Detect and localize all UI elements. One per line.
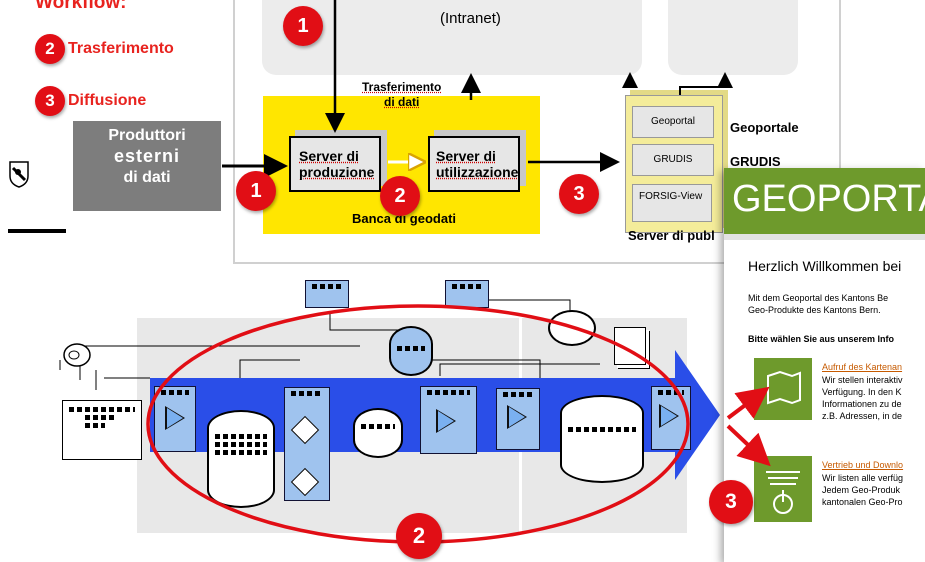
badge-2-middle: 2 — [380, 176, 420, 216]
server-utilization-line1: Server di — [436, 148, 496, 164]
transfer-label: Trasferimento di dati — [362, 80, 441, 110]
workflow-title: Workflow: — [35, 0, 127, 13]
stack-forsig: FORSIG-View — [632, 184, 712, 222]
server-utilization: Server di utilizzazione — [428, 136, 520, 192]
step3-label: Diffusione — [68, 92, 147, 109]
geoportal-choose: Bitte wählen Sie aus unserem Info — [748, 334, 895, 344]
architecture-arrows — [222, 0, 733, 178]
server-production-line2: produzione — [299, 164, 375, 180]
process-box-1 — [154, 386, 196, 452]
producers-line1: Produttori — [108, 127, 186, 144]
intro-line2: Geo-Produkte des Kantons Bern. — [748, 305, 881, 315]
database-1 — [207, 410, 275, 508]
item2-line3: kantonalen Geo-Pro — [822, 497, 903, 507]
item2-link[interactable]: Vertrieb und Downlo — [822, 460, 904, 470]
badge-1-top: 1 — [283, 6, 323, 46]
item2-line1: Wir listen alle verfüg — [822, 473, 904, 483]
bern-coat-of-arms-icon — [9, 161, 29, 188]
intranet-box-right — [668, 0, 798, 75]
download-tile-icon[interactable] — [754, 456, 812, 522]
input-box-1 — [305, 280, 349, 308]
item1-line2: Verfügung. In den K — [822, 387, 902, 397]
item2-line2: Jedem Geo-Produk — [822, 485, 901, 495]
server-production: Server di produzione — [289, 136, 381, 192]
process-triangle-4 — [659, 404, 679, 428]
logo-bar — [8, 229, 66, 233]
intro-line1: Mit dem Geoportal des Kantons Be — [748, 293, 889, 303]
item1-link[interactable]: Aufruf des Kartenan — [822, 362, 903, 372]
badge-3-geoportal: 3 — [709, 480, 753, 524]
transfer-label-line2: di dati — [384, 95, 420, 109]
intranet-box — [262, 0, 642, 75]
process-triangle-1 — [165, 406, 185, 430]
geoportal-intro: Mit dem Geoportal des Kantons Be Geo-Pro… — [748, 292, 888, 316]
item1-text: Wir stellen interaktiv Verfügung. In den… — [822, 374, 903, 422]
intranet-label: (Intranet) — [440, 10, 501, 27]
external-entity-icon — [63, 343, 91, 367]
central-database — [389, 326, 433, 376]
server-production-line1: Server di — [299, 148, 359, 164]
item1-line4: z.B. Adressen, in de — [822, 411, 903, 421]
stack-grudis: GRUDIS — [632, 144, 714, 176]
step2-badge: 2 — [35, 34, 65, 64]
external-producers-box: Produttori esterni di dati — [73, 121, 221, 211]
database-2 — [353, 408, 403, 458]
badge-2-bottom: 2 — [396, 513, 442, 559]
producers-line3: di dati — [123, 169, 171, 186]
transfer-label-line1: Trasferimento — [362, 80, 442, 94]
legend-box — [62, 400, 142, 460]
geodata-bank-label: Banca di geodati — [352, 211, 457, 226]
red-pointer-arrows — [726, 386, 771, 467]
geoportal-welcome: Herzlich Willkommen bei — [748, 258, 902, 274]
database-3 — [560, 395, 644, 483]
label-geoportale: Geoportale — [730, 120, 799, 135]
geoportal-header: GEOPORTAL — [724, 168, 925, 234]
process-triangle-3 — [507, 405, 527, 429]
producers-line2: esterni — [113, 146, 181, 166]
badge-1-left: 1 — [236, 171, 276, 211]
item1-line1: Wir stellen interaktiv — [822, 375, 903, 385]
item2-text: Wir listen alle verfüg Jedem Geo-Produk … — [822, 472, 903, 508]
step3-badge: 3 — [35, 86, 65, 116]
item1-line3: Informationen zu de — [822, 399, 902, 409]
label-grudis: GRUDIS — [730, 154, 781, 169]
server-utilization-line2: utilizzazione — [436, 164, 519, 180]
process-triangle-2 — [436, 409, 456, 433]
step2-label: Trasferimento — [68, 40, 174, 57]
badge-3-middle: 3 — [559, 174, 599, 214]
geoportal-brand: GEOPORTAL — [732, 178, 925, 220]
stack-geoportal: Geoportal — [632, 106, 714, 138]
label-server-publ: Server di publ — [628, 228, 715, 243]
